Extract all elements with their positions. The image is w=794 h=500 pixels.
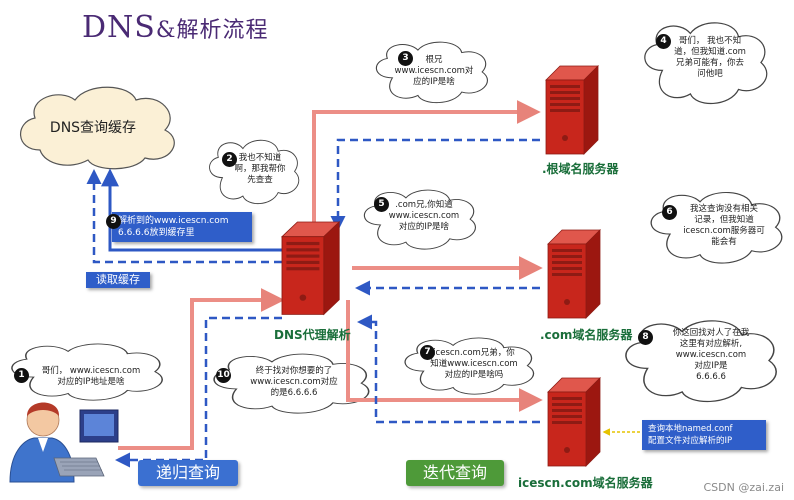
title-rest: 解析流程 [176, 18, 269, 43]
root-server-label: .根域名服务器 [542, 162, 619, 176]
arrow-root-to-proxy [330, 138, 540, 231]
cloud-2-text: 我也不知道啊，那我帮你先查查 [234, 153, 286, 185]
arrow-icescn-to-proxy [357, 314, 540, 424]
step-badge-10: 10 [216, 368, 231, 383]
step-badge-5: 5 [374, 197, 389, 212]
cache-cloud [20, 86, 175, 170]
arrow-write-cache [101, 168, 282, 252]
icescn-server-label: icescn.com域名服务器 [518, 476, 653, 490]
step-badge-8: 8 [638, 330, 653, 345]
arrow-client-to-proxy [118, 288, 285, 450]
step-badge-1: 1 [14, 368, 29, 383]
proxy-server-label: DNS代理解析 [274, 328, 351, 342]
arrow-proxy-to-root [312, 100, 541, 232]
read-cache-label: 读取缓存 [86, 272, 150, 288]
proxy-server [281, 221, 340, 315]
page-title: DNS&解析流程 [82, 10, 268, 45]
arrow-proxy-to-icescn [346, 300, 543, 412]
root-server [545, 65, 599, 155]
step-badge-9: 9 [106, 214, 121, 229]
step-badge-2: 2 [222, 152, 237, 167]
com-server-label: .com域名服务器 [540, 328, 633, 342]
title-amp: & [155, 18, 177, 43]
arrow-read-cache [86, 169, 282, 264]
recursive-query-legend: 递归查询 [138, 460, 238, 486]
step-badge-6: 6 [662, 205, 677, 220]
com-server [547, 229, 601, 319]
icescn-server [547, 377, 601, 467]
step-badge-7: 7 [420, 345, 435, 360]
step-badge-4: 4 [656, 34, 671, 49]
cache-label: DNS查询缓存 [49, 120, 137, 136]
title-main: DNS [82, 10, 156, 45]
computer-icon [53, 409, 119, 477]
watermark: CSDN @zai.zai [703, 481, 785, 494]
step-badge-3: 3 [398, 51, 413, 66]
iterative-query-legend: 迭代查询 [406, 460, 504, 486]
